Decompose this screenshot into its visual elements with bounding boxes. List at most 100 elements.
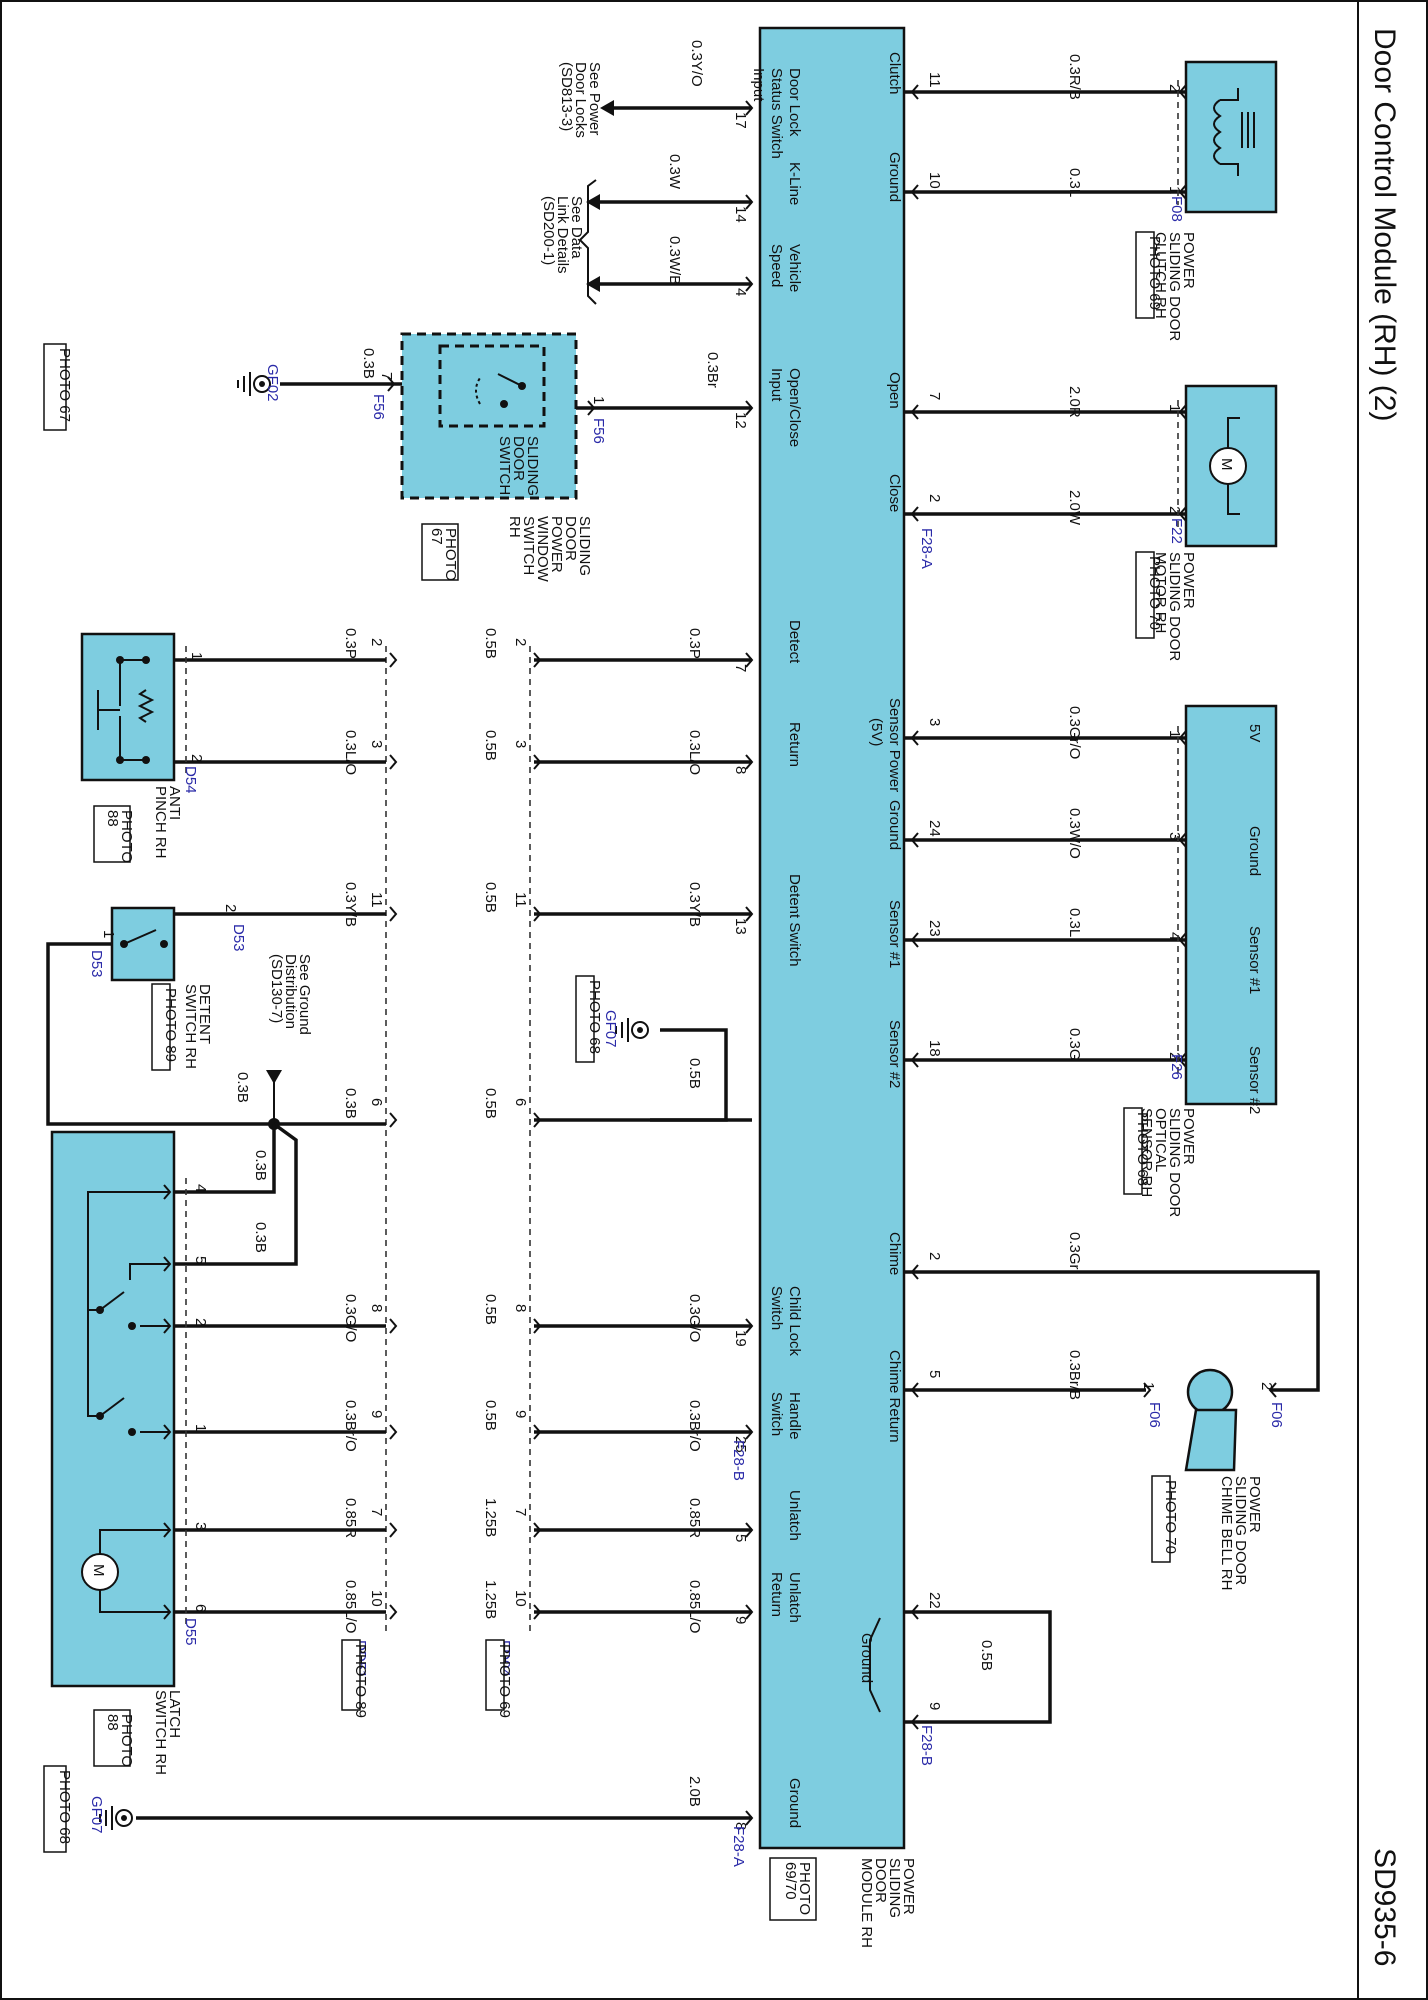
component-pin: 2 bbox=[222, 904, 239, 912]
power-window-switch-name: DOOR bbox=[562, 516, 579, 561]
connector-chevron bbox=[163, 1184, 172, 1200]
component-pin: 2 bbox=[188, 754, 205, 762]
wire-label: 0.3R/B bbox=[1066, 54, 1083, 100]
connector-label: F22 bbox=[1168, 518, 1185, 544]
wire-gf07-mid bbox=[650, 1028, 728, 1122]
wire-label: 0.5B bbox=[978, 1640, 995, 1671]
latch-photo: PHOTO bbox=[118, 1714, 135, 1767]
module-photo-ref bbox=[769, 1857, 817, 1921]
wire-label: 0.3W bbox=[666, 154, 683, 190]
component-pin: 2 bbox=[1258, 1382, 1275, 1390]
connector-chevron bbox=[389, 754, 398, 770]
wire-label: 0.3L/O bbox=[686, 730, 703, 775]
wire-label: 2.0W bbox=[1066, 490, 1083, 526]
anti-pinch-box bbox=[80, 632, 176, 782]
connector-chevron bbox=[1178, 832, 1187, 848]
wire-label: 0.3B bbox=[234, 1072, 251, 1103]
chime-horn-icon bbox=[1184, 1408, 1238, 1472]
module-pin-label: Input bbox=[750, 68, 767, 102]
module-pin-number: 25 bbox=[732, 1436, 749, 1453]
wire-label: 0.5B bbox=[482, 1088, 499, 1119]
inline-pin: 3 bbox=[368, 740, 385, 748]
wire-label: 0.5B bbox=[482, 1294, 499, 1325]
inline-pin: 10 bbox=[368, 1590, 385, 1607]
component-pin: 2 bbox=[1166, 506, 1183, 514]
wire-label: 2.0B bbox=[686, 1776, 703, 1807]
connector-chevron bbox=[1178, 506, 1187, 522]
power-window-switch-name: SLIDING bbox=[576, 516, 593, 576]
connector-chevron bbox=[533, 1318, 542, 1334]
connector-chevron bbox=[389, 906, 398, 922]
wire-label: 0.3B bbox=[252, 1222, 269, 1253]
module-pin-number: 5 bbox=[732, 1534, 749, 1542]
wire-chime bbox=[905, 1270, 1320, 1392]
motor-lead bbox=[1227, 484, 1240, 515]
door-locks-reference: (SD813-3) bbox=[558, 62, 575, 131]
inline-pin: 6 bbox=[368, 1098, 385, 1106]
wire-label: 0.3Br/B bbox=[1066, 1350, 1083, 1400]
ground-distribution-reference: Distribution bbox=[282, 954, 299, 1029]
module-connector-label: F28-B bbox=[730, 1440, 747, 1481]
switch-inner-dash bbox=[438, 344, 546, 428]
motor-name: POWER bbox=[1180, 552, 1197, 609]
power-window-switch-name: RH bbox=[506, 516, 523, 538]
component-pin: 1 bbox=[188, 652, 205, 660]
inline-pin: 3 bbox=[512, 740, 529, 748]
inline-pin: 6 bbox=[512, 1098, 529, 1106]
module-pin-label: Door Lock bbox=[786, 68, 803, 137]
connector-chevron bbox=[389, 1424, 398, 1440]
connector-chevron bbox=[533, 1112, 542, 1128]
module-pin-number: 22 bbox=[926, 1592, 943, 1609]
gf02-photo: PHOTO 67 bbox=[56, 348, 73, 422]
connector-chevron bbox=[533, 1424, 542, 1440]
module-name: DOOR bbox=[872, 1858, 889, 1903]
wire-label: 0.3B bbox=[342, 1088, 359, 1119]
inline-pin: 2 bbox=[512, 638, 529, 646]
connector-chevron bbox=[1268, 1382, 1277, 1398]
module-pin-label: Switch bbox=[768, 1286, 785, 1330]
connector-label: D54 bbox=[182, 766, 199, 794]
latch-motor-icon bbox=[81, 1553, 119, 1591]
chime-bell-icon bbox=[1186, 1368, 1234, 1416]
chime-name: SLIDING DOOR bbox=[1232, 1476, 1249, 1585]
inline-pin: 9 bbox=[368, 1410, 385, 1418]
gf07-photo-ref bbox=[575, 975, 595, 1063]
module-pin-number: 9 bbox=[926, 1702, 943, 1710]
module-pin-number: 10 bbox=[926, 172, 943, 189]
module-pin-label: Vehicle bbox=[786, 244, 803, 292]
detent-switch-icon bbox=[120, 929, 168, 948]
wire-label: 0.3W/B bbox=[666, 236, 683, 285]
detent-name: SWITCH RH bbox=[182, 984, 199, 1069]
component-pin: 3 bbox=[1166, 832, 1183, 840]
wire-label: 0.3Br/O bbox=[342, 1400, 359, 1452]
wire-label: 0.3L/O bbox=[342, 730, 359, 775]
module-pin-label: K-Line bbox=[786, 162, 803, 205]
motor-photo: PHOTO 70 bbox=[1146, 556, 1163, 630]
connector-chevron bbox=[533, 754, 542, 770]
power-window-switch-name: POWER bbox=[548, 516, 565, 573]
component-pin: 2 bbox=[1166, 1052, 1183, 1060]
connector-chevron bbox=[389, 1318, 398, 1334]
wire-label: 0.5B bbox=[482, 882, 499, 913]
clutch-coil-icon bbox=[1213, 88, 1255, 176]
vehicle-speed-arrow-icon bbox=[586, 276, 600, 292]
latch-switch-icon bbox=[87, 1191, 170, 1613]
chime-name: POWER bbox=[1246, 1476, 1263, 1533]
module-name: SLIDING bbox=[886, 1858, 903, 1918]
optical-sensor-name: POWER bbox=[1180, 1108, 1197, 1165]
wire-label: 1.25B bbox=[482, 1498, 499, 1537]
latch-photo: 88 bbox=[104, 1714, 121, 1731]
chime-photo-ref bbox=[1151, 1475, 1171, 1563]
connector-label: D53 bbox=[88, 950, 105, 978]
component-pin: 1 bbox=[1166, 186, 1183, 194]
clutch-name: CLUTCH RH bbox=[1152, 232, 1169, 319]
latch-name: LATCH bbox=[166, 1690, 183, 1738]
connector-chevron bbox=[163, 1604, 172, 1620]
module-pin-number: 4 bbox=[732, 288, 749, 296]
component-pin: 3 bbox=[192, 1522, 209, 1530]
connector-chevron bbox=[163, 1424, 172, 1440]
module-connector-label: F28-A bbox=[730, 1826, 747, 1867]
module-pin-label: Handle bbox=[786, 1392, 803, 1440]
connector-chevron bbox=[389, 1522, 398, 1538]
